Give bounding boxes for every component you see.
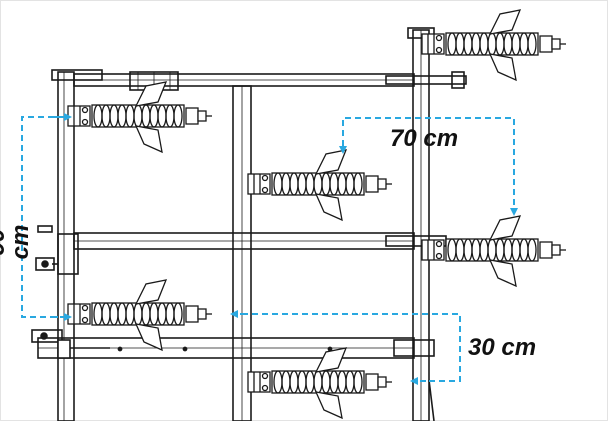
- shovel-blade-icon: [314, 347, 348, 420]
- cultivator-frame: [31, 27, 467, 422]
- coil-spring-icon: [271, 172, 365, 196]
- frame-bottom-hitch: [31, 329, 63, 343]
- coil-spring-icon: [91, 104, 185, 128]
- dimension-90cm-line: [21, 116, 64, 318]
- coil-spring-icon: [91, 302, 185, 326]
- frame-right-cap: [407, 27, 435, 39]
- dimension-lines: [21, 113, 518, 385]
- coil-spring-icon: [271, 370, 365, 394]
- tine-center: [247, 149, 392, 222]
- shovel-blade-icon: [314, 149, 348, 222]
- frame-left-clamp-plate: [57, 233, 79, 275]
- dimension-label-90cm: 90 cm: [0, 224, 34, 260]
- shovel-blade-icon: [488, 215, 522, 288]
- coil-spring-icon: [445, 238, 539, 262]
- shovel-blade-icon: [488, 9, 522, 82]
- dimension-30cm-line: [232, 313, 461, 382]
- coil-spring-icon: [445, 32, 539, 56]
- frame-bottom-right-clamp: [393, 339, 435, 357]
- tine-right-middle: [421, 215, 566, 288]
- tine-top-left: [67, 81, 212, 154]
- dimension-label-70cm: 70 cm: [390, 125, 459, 152]
- tine-assemblies: [67, 9, 566, 420]
- tine-bottom-left: [67, 279, 212, 352]
- tine-bottom-center: [247, 347, 392, 420]
- frame-top-extension: [385, 75, 467, 85]
- shovel-blade-icon: [134, 81, 168, 154]
- shovel-blade-icon: [134, 279, 168, 352]
- dimension-label-30cm: 30 cm: [468, 334, 537, 361]
- tine-top-right: [421, 9, 566, 82]
- frame-top-end-cap: [451, 71, 465, 89]
